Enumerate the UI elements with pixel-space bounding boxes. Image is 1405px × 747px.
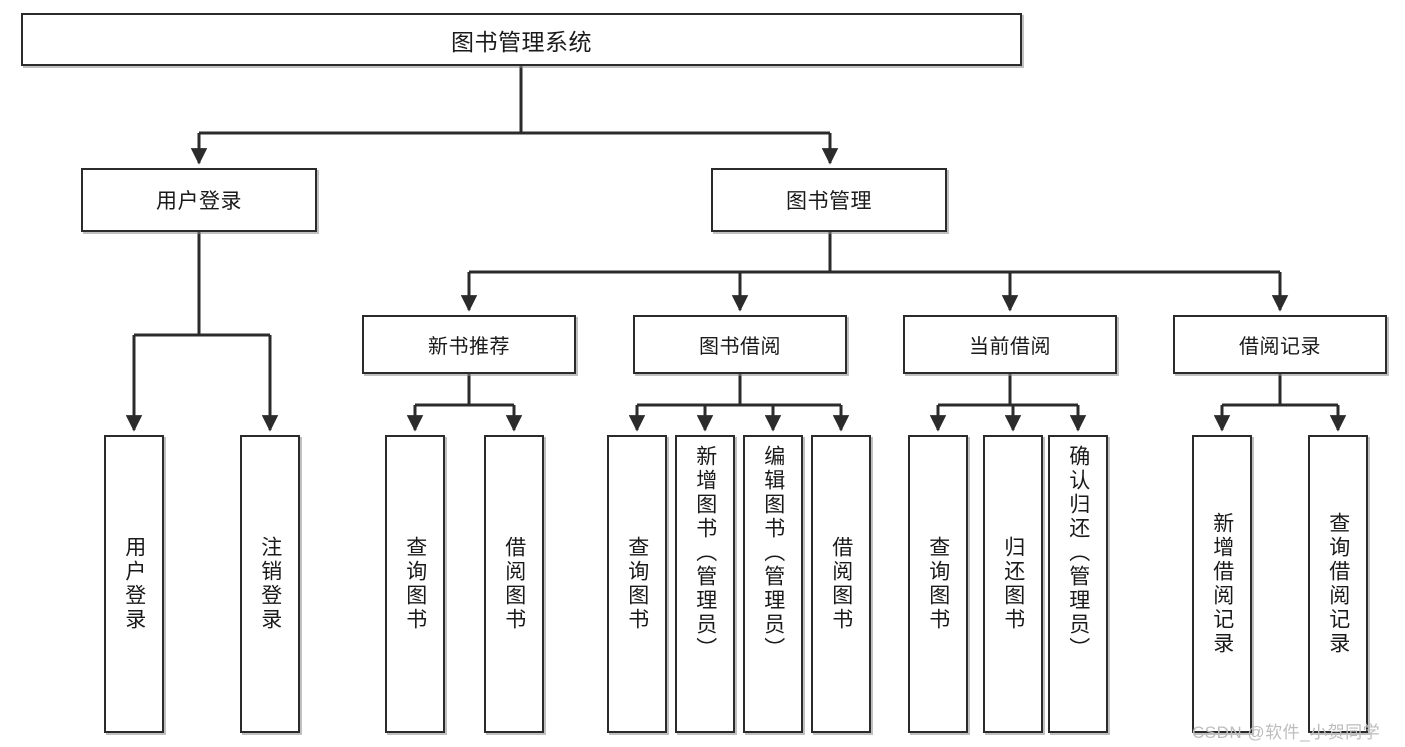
leaf-node[interactable]: 借阅图书 — [811, 435, 871, 733]
leaf-node[interactable]: 确认归还（管理员） — [1048, 435, 1108, 733]
csdn-watermark: CSDN @软件_小贺同学 — [1192, 723, 1381, 742]
leaf-node[interactable]: 查询图书 — [607, 435, 667, 733]
leaf-label: 注销登录 — [258, 536, 282, 632]
node-new-book-recommend[interactable]: 新书推荐 — [362, 315, 576, 374]
node-book-borrow[interactable]: 图书借阅 — [633, 315, 847, 374]
leaf-label: 新增借阅记录 — [1210, 512, 1234, 656]
leaf-node[interactable]: 用户登录 — [104, 435, 164, 733]
leaf-node[interactable]: 查询图书 — [908, 435, 968, 733]
leaf-label: 查询借阅记录 — [1326, 512, 1350, 656]
leaf-node[interactable]: 注销登录 — [240, 435, 300, 733]
leaf-label: 借阅图书 — [502, 536, 526, 632]
leaf-node[interactable]: 新增图书（管理员） — [675, 435, 735, 733]
node-book-management-label: 图书管理 — [786, 190, 872, 213]
node-current-borrow-label: 当前借阅 — [969, 336, 1051, 358]
leaf-label: 归还图书 — [1001, 536, 1025, 632]
leaf-label: 借阅图书 — [829, 536, 853, 632]
leaf-node[interactable]: 查询图书 — [385, 435, 445, 733]
node-user-login[interactable]: 用户登录 — [81, 168, 317, 232]
node-root[interactable]: 图书管理系统 — [21, 13, 1022, 66]
leaf-node[interactable]: 查询借阅记录 — [1308, 435, 1368, 733]
leaf-node[interactable]: 归还图书 — [983, 435, 1043, 733]
node-new-book-recommend-label: 新书推荐 — [428, 336, 510, 358]
leaf-node[interactable]: 新增借阅记录 — [1192, 435, 1252, 733]
node-book-borrow-label: 图书借阅 — [699, 336, 781, 358]
node-borrow-record-label: 借阅记录 — [1239, 336, 1321, 358]
node-root-label: 图书管理系统 — [451, 28, 592, 55]
node-user-login-label: 用户登录 — [156, 190, 242, 213]
leaf-label: 确认归还（管理员） — [1066, 445, 1090, 661]
node-book-management[interactable]: 图书管理 — [711, 168, 947, 232]
leaf-label: 用户登录 — [122, 536, 146, 632]
leaf-label: 查询图书 — [625, 536, 649, 632]
node-current-borrow[interactable]: 当前借阅 — [903, 315, 1117, 374]
leaf-node[interactable]: 编辑图书（管理员） — [743, 435, 803, 733]
leaf-node[interactable]: 借阅图书 — [484, 435, 544, 733]
leaf-label: 查询图书 — [403, 536, 427, 632]
node-borrow-record[interactable]: 借阅记录 — [1173, 315, 1387, 374]
leaf-label: 编辑图书（管理员） — [761, 445, 785, 661]
leaf-label: 新增图书（管理员） — [693, 445, 717, 661]
leaf-label: 查询图书 — [926, 536, 950, 632]
